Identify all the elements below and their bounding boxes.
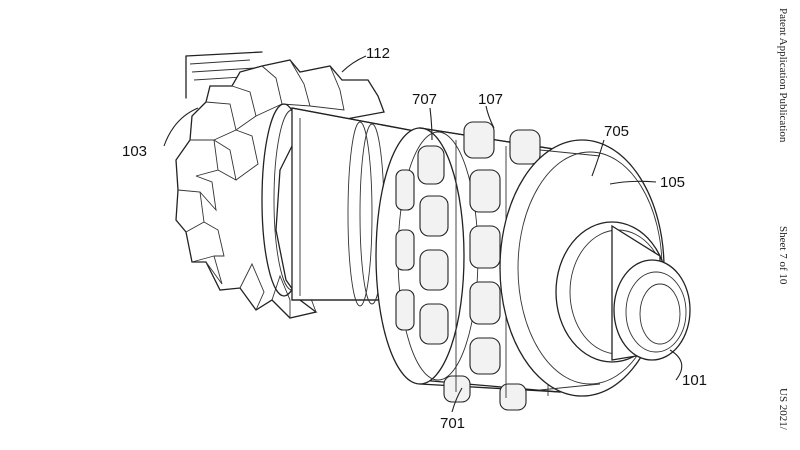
header-publication: Patent Application Publication bbox=[777, 8, 789, 143]
roller bbox=[470, 170, 500, 212]
ref-112: 112 bbox=[366, 45, 390, 62]
roller bbox=[420, 304, 448, 344]
ref-707: 707 bbox=[412, 91, 437, 108]
roller bbox=[420, 196, 448, 236]
roller bbox=[470, 226, 500, 268]
roller bbox=[418, 146, 444, 184]
header-patent-number: US 2021/ bbox=[777, 388, 789, 431]
ref-101: 101 bbox=[682, 372, 707, 389]
ref-107: 107 bbox=[478, 91, 503, 108]
ref-701: 701 bbox=[440, 415, 465, 432]
roller bbox=[396, 290, 414, 330]
header-sheet: Sheet 7 of 10 bbox=[777, 226, 789, 285]
roller bbox=[510, 130, 540, 164]
roller bbox=[396, 230, 414, 270]
roller bbox=[396, 170, 414, 210]
side-header: Patent Application Publication Sheet 7 o… bbox=[777, 8, 789, 431]
ref-705: 705 bbox=[604, 123, 629, 140]
ref-105: 105 bbox=[660, 174, 685, 191]
shaft-end bbox=[556, 222, 690, 362]
roller bbox=[470, 282, 500, 324]
roller bbox=[420, 250, 448, 290]
ref-103: 103 bbox=[122, 143, 147, 160]
roller bbox=[470, 338, 500, 374]
roller bbox=[464, 122, 494, 158]
roller bbox=[500, 384, 526, 410]
